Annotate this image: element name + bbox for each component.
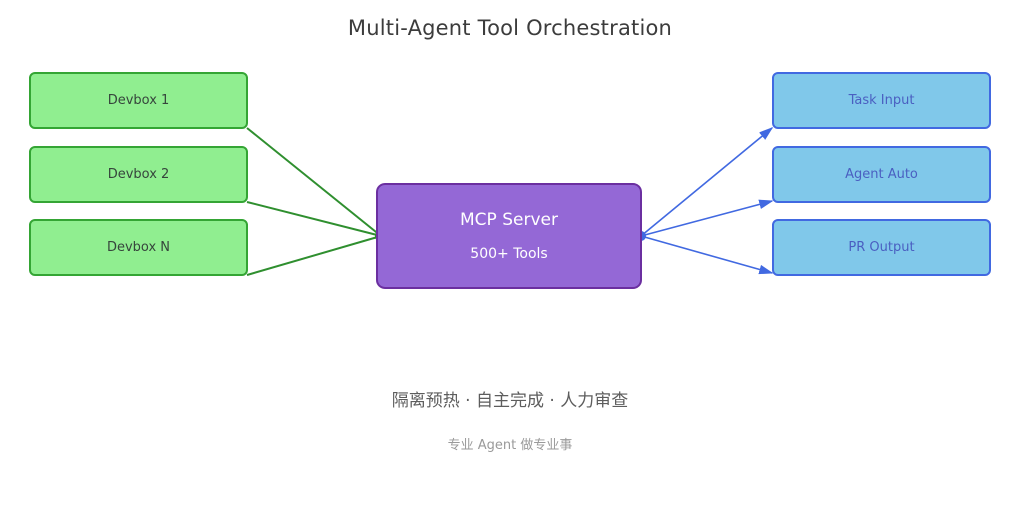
- node-task-input-label: Task Input: [848, 93, 915, 108]
- node-mcp-server-subtitle: 500+ Tools: [470, 246, 548, 262]
- edges-in-group: [246, 127, 387, 276]
- node-devbox-n-label: Devbox N: [106, 240, 171, 255]
- node-mcp-server[interactable]: MCP Server 500+ Tools: [376, 183, 642, 289]
- edge-mcp-to-agent-auto: [640, 199, 774, 237]
- caption-sub: 专业 Agent 做专业事: [447, 438, 573, 453]
- node-mcp-server-title: MCP Server: [460, 210, 558, 230]
- node-devbox-n[interactable]: Devbox N: [29, 219, 248, 276]
- edge-devbox-n-to-mcp: [246, 235, 382, 276]
- node-agent-auto-label: Agent Auto: [845, 167, 918, 182]
- page-title: Multi-Agent Tool Orchestration: [347, 16, 673, 40]
- edge-mcp-to-pr-output: [640, 235, 774, 275]
- edge-devbox-2-to-mcp: [246, 201, 382, 237]
- node-devbox-2[interactable]: Devbox 2: [29, 146, 248, 203]
- node-devbox-1-label: Devbox 1: [107, 93, 170, 108]
- node-devbox-2-label: Devbox 2: [107, 167, 170, 182]
- node-task-input[interactable]: Task Input: [772, 72, 991, 129]
- caption-main: 隔离预热 · 自主完成 · 人力审查: [391, 391, 629, 411]
- edge-mcp-to-task-input: [640, 126, 774, 237]
- node-agent-auto[interactable]: Agent Auto: [772, 146, 991, 203]
- node-pr-output[interactable]: PR Output: [772, 219, 991, 276]
- node-devbox-1[interactable]: Devbox 1: [29, 72, 248, 129]
- node-pr-output-label: PR Output: [848, 240, 915, 255]
- edges-out-group: [636, 126, 774, 275]
- edge-devbox-1-to-mcp: [246, 127, 382, 237]
